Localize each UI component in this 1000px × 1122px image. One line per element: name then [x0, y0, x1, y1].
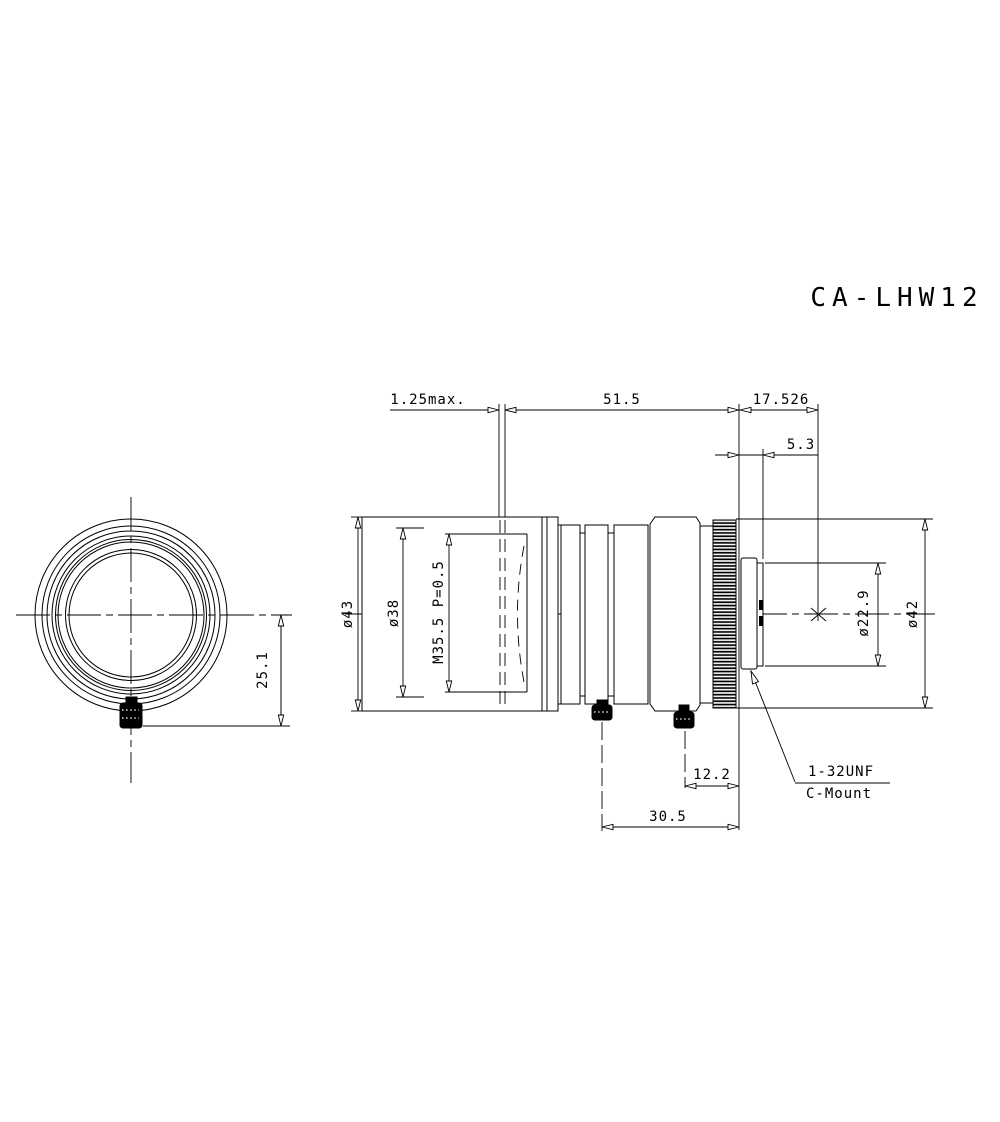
side-thumbscrew-1	[591, 699, 613, 721]
side-view	[345, 516, 935, 729]
dim-label-thread-engagement: 5.3	[786, 437, 816, 453]
filter-thread-outline	[445, 520, 528, 708]
barrel-rings	[558, 524, 649, 705]
dim-label-barrel-length: 51.5	[603, 392, 641, 408]
drawing-title: CA-LHW12	[810, 283, 984, 313]
dim-label-screw-offset: 25.1	[255, 651, 271, 689]
dim-label-screw2-flange: 12.2	[693, 767, 731, 783]
dim-25-1	[143, 614, 290, 727]
dim-label-rear-aperture: ø22.9	[856, 589, 872, 637]
mount-thread-label: 1-32UNF	[807, 764, 875, 780]
step-ring	[699, 525, 714, 704]
dim-label-ring-diameter: ø38	[386, 598, 402, 628]
dimension-lines	[351, 404, 933, 831]
dim-label-flange-focal: 17.526	[752, 392, 810, 408]
image-plane-marker	[810, 607, 827, 622]
dim-label-screw1-flange: 30.5	[649, 809, 687, 825]
knurled-ring	[712, 519, 737, 709]
side-thumbscrew-2	[673, 704, 695, 729]
dim-label-outer-diameter: ø43	[340, 599, 356, 629]
c-mount-thread	[740, 557, 764, 670]
front-thumbscrew	[119, 696, 143, 729]
front-barrel	[361, 516, 559, 712]
c-mount-leader	[750, 669, 890, 784]
mount-type-label: C-Mount	[805, 786, 873, 802]
dim-label-filter-thread: M35.5 P=0.5	[431, 560, 447, 664]
front-view	[16, 497, 292, 783]
dim-label-knurl-diameter: ø42	[905, 599, 921, 629]
dim-label-front-clearance: 1.25max.	[390, 392, 466, 408]
rear-ring	[649, 516, 701, 712]
